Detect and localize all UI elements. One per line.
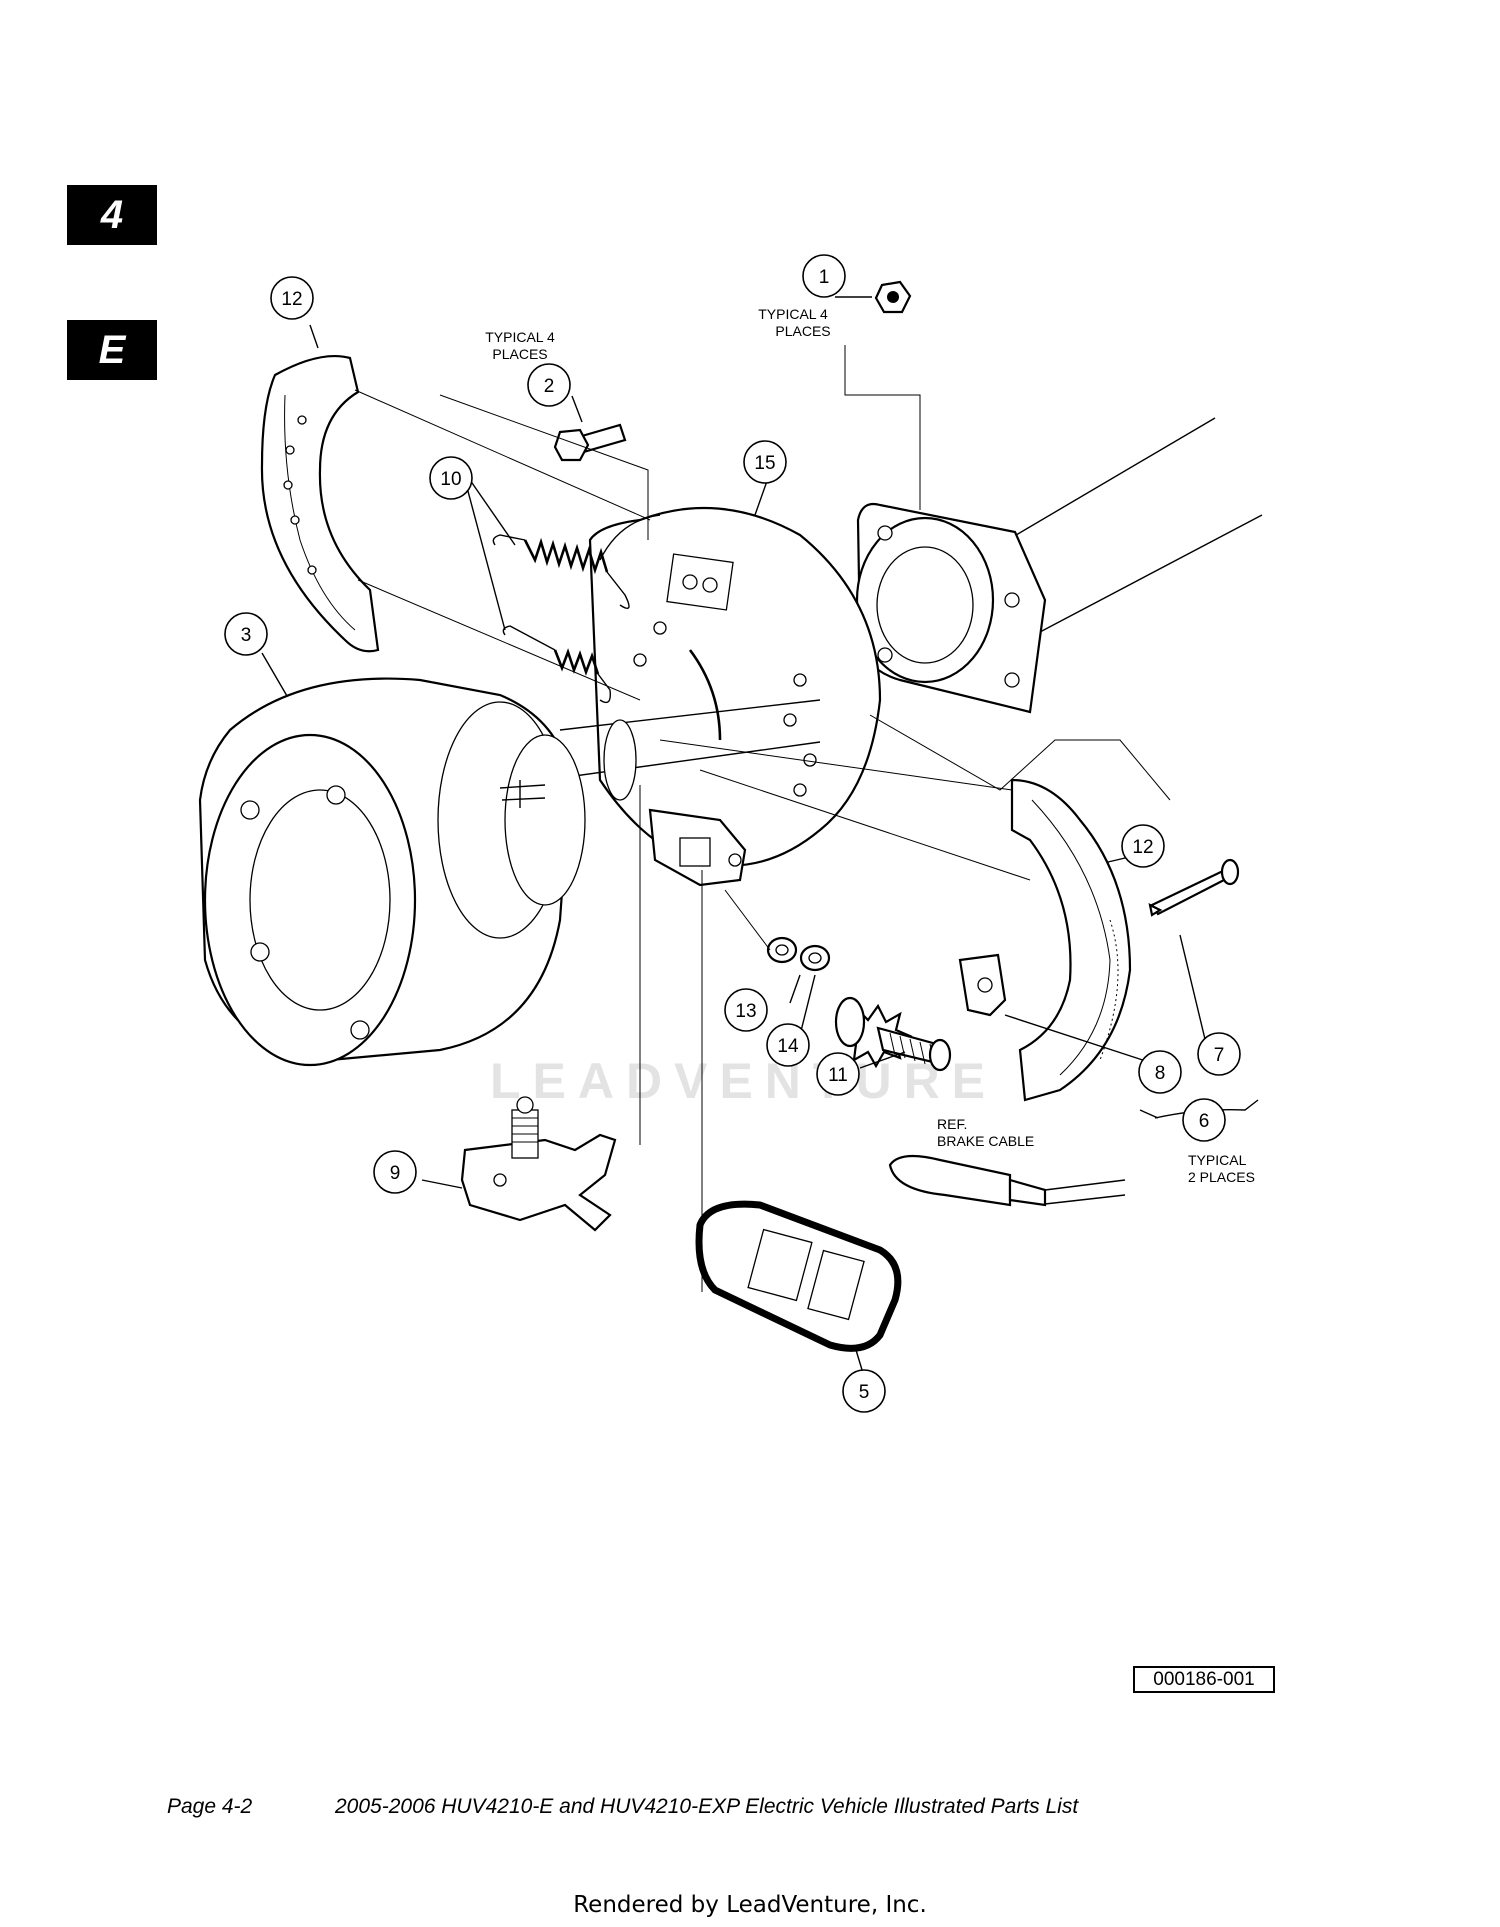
callout-label: 11: [828, 1065, 848, 1086]
bolt-typical-note: TYPICAL 4: [485, 329, 555, 345]
section-tab: E: [67, 320, 157, 380]
footer-page-number: Page 4-2: [167, 1795, 253, 1818]
pin-typical-note-2: 2 PLACES: [1188, 1169, 1255, 1185]
callout-3: 3: [224, 612, 268, 656]
callout-label: 15: [754, 453, 775, 474]
leader-lines: [261, 296, 1259, 1384]
washers-13-14: [766, 936, 831, 972]
callout-13: 13: [724, 988, 768, 1032]
brake-drum: [198, 677, 586, 1067]
callout-14: 14: [766, 1023, 810, 1067]
callout-10: 10: [429, 456, 473, 500]
axle-shaft: [559, 699, 821, 801]
callout-12b: 12: [1121, 824, 1165, 868]
callout-label: 10: [440, 469, 461, 490]
chapter-tab: 4: [67, 185, 157, 245]
callout-2: 2: [527, 363, 571, 407]
actuator-lever-9: [460, 1096, 617, 1232]
callout-label: 7: [1214, 1045, 1225, 1066]
brake-shoe-lower: [1010, 778, 1132, 1102]
return-springs: [492, 534, 630, 704]
callout-8: 8: [1138, 1050, 1182, 1094]
hold-down-pin-7: [1148, 858, 1240, 917]
callout-5: 5: [842, 1369, 886, 1413]
adjuster-screw-11: [834, 996, 952, 1072]
actuator-bracket: [648, 808, 747, 887]
callout-label: 13: [735, 1001, 756, 1022]
callout-label: 14: [777, 1036, 799, 1057]
brake-shoe-upper: [260, 354, 380, 653]
brake-cable: [888, 1154, 1126, 1207]
callout-7: 7: [1197, 1032, 1241, 1076]
callout-9: 9: [373, 1150, 417, 1194]
nut-typical-note: TYPICAL 4: [758, 306, 828, 322]
figure-id-box: 000186-001: [1133, 1666, 1275, 1693]
callout-6: 6: [1182, 1098, 1226, 1142]
callout-11: 11: [816, 1052, 860, 1096]
watermark: LEADVENTURE: [490, 1053, 998, 1109]
nut-part-1: [874, 280, 912, 314]
callout-15: 15: [743, 440, 787, 484]
callout-label: 3: [241, 625, 252, 646]
callout-label: 1: [819, 267, 830, 288]
bolt-part-2: [553, 423, 627, 462]
callout-label: 8: [1155, 1063, 1166, 1084]
pin-typical-note: TYPICAL: [1188, 1152, 1247, 1168]
callout-label: 12: [1132, 837, 1153, 858]
boot-part-5: [695, 1200, 902, 1352]
callout-label: 2: [544, 376, 555, 397]
rendered-by-credit: Rendered by LeadVenture, Inc.: [573, 1892, 927, 1918]
callout-12a: 12: [270, 276, 314, 320]
cable-ref-note: REF.: [937, 1116, 967, 1132]
cable-ref-note-2: BRAKE CABLE: [937, 1133, 1034, 1149]
nut-typical-note-2: PLACES: [775, 323, 830, 339]
callout-label: 9: [390, 1163, 401, 1184]
bolt-typical-note-2: PLACES: [492, 346, 547, 362]
callout-label: 12: [281, 289, 302, 310]
callout-label: 6: [1199, 1111, 1210, 1132]
backing-plate: [588, 506, 882, 867]
retainer-clip-8: [958, 953, 1007, 1017]
callout-1: 1: [802, 254, 846, 298]
footer-document-title: 2005-2006 HUV4210-E and HUV4210-EXP Elec…: [335, 1795, 1079, 1818]
axle-housing: [855, 417, 1263, 714]
callout-label: 5: [859, 1382, 870, 1403]
